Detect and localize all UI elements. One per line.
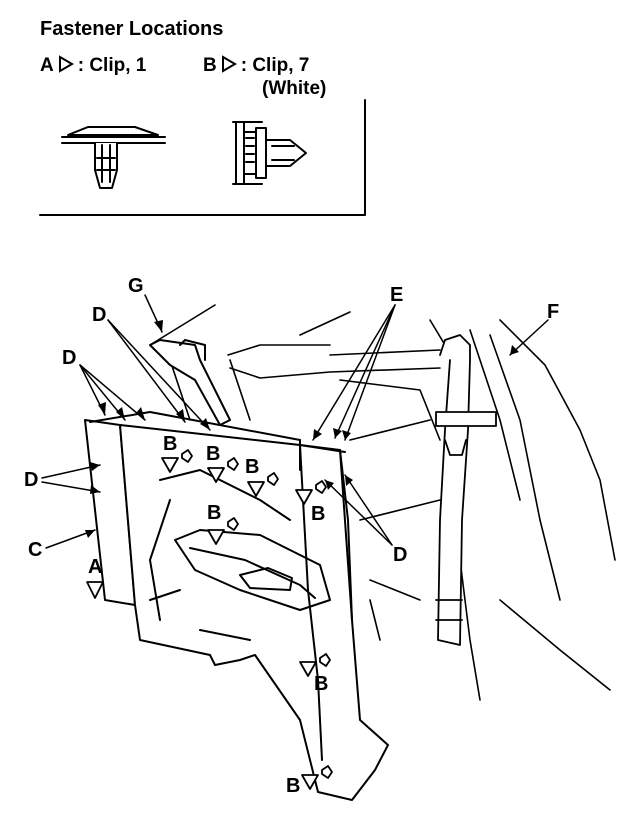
callout-b-6: B [314, 673, 329, 695]
callout-d-side: D [24, 469, 39, 491]
legend-clip-a: A : Clip, 1 [40, 55, 146, 77]
arrowheads [85, 320, 519, 538]
clip-b-illustration [232, 121, 307, 185]
clip-b-letter: B [203, 55, 217, 76]
callout-c: C [28, 539, 43, 561]
callout-d-lower: D [393, 544, 408, 566]
callout-b-7: B [286, 775, 301, 797]
callout-d-left: D [62, 347, 77, 369]
callout-d-upper: D [92, 304, 107, 326]
callout-b-3: B [245, 456, 260, 478]
clip-b-note: (White) [262, 78, 327, 99]
callout-b-2: B [206, 443, 221, 465]
triangle-icon [58, 55, 74, 73]
clip-b-markers [161, 449, 333, 790]
callout-b-5: B [311, 503, 326, 525]
quarter-trim-panel [84, 339, 389, 801]
clip-a-illustration [61, 126, 166, 189]
callout-b-4: B [207, 502, 222, 524]
callout-g: G [128, 275, 144, 297]
clip-b-text: : Clip, 7 [240, 55, 310, 76]
legend-clip-b: B : Clip, 7 [203, 55, 309, 77]
clip-a-text: : Clip, 1 [77, 55, 147, 76]
legend-frame [39, 99, 366, 216]
seat-belt [435, 334, 497, 646]
callout-b-1: B [163, 433, 178, 455]
legend-title: Fastener Locations [40, 18, 224, 40]
callout-f: F [547, 301, 560, 323]
clip-a-letter: A [40, 55, 54, 76]
callout-a: A [88, 556, 103, 578]
triangle-icon [221, 55, 237, 73]
callout-e: E [390, 284, 404, 306]
clip-a-marker [86, 581, 104, 599]
